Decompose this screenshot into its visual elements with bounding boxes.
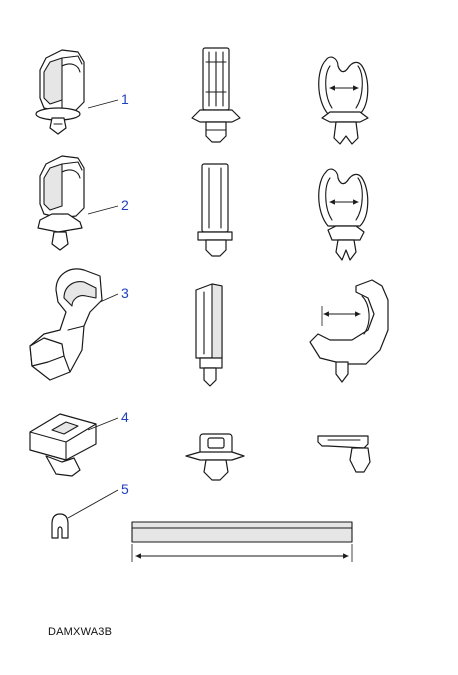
callout-3: 3: [121, 285, 129, 301]
callout-5: 5: [121, 481, 129, 497]
leader-lines: [67, 99, 119, 519]
clip-1-isometric: [35, 49, 85, 135]
clip-3-section-view: [309, 279, 389, 383]
callout-1: 1: [121, 91, 129, 107]
callout-4: 4: [121, 409, 129, 425]
reference-code: DAMXWA3B: [48, 626, 113, 638]
clip-4-side-view: [317, 435, 371, 473]
leader-4: [87, 417, 119, 431]
trim-strip: [131, 521, 353, 562]
leader-1: [87, 99, 119, 109]
leader-2: [87, 205, 119, 215]
callout-2: 2: [121, 197, 129, 213]
clip-4-front-view: [185, 433, 245, 481]
clip-2-front-view: [197, 163, 233, 257]
leader-3: [99, 293, 119, 303]
clip-2-isometric: [37, 155, 85, 251]
clip-4-isometric: [29, 413, 97, 477]
clip-3-isometric: [29, 268, 103, 381]
clip-1-section-view: [318, 56, 369, 145]
clip-1-front-view: [191, 47, 241, 143]
leader-5: [67, 489, 119, 519]
clip-5: [51, 513, 69, 539]
clip-3-front-view: [195, 283, 223, 387]
clip-2-section-view: [318, 168, 369, 261]
